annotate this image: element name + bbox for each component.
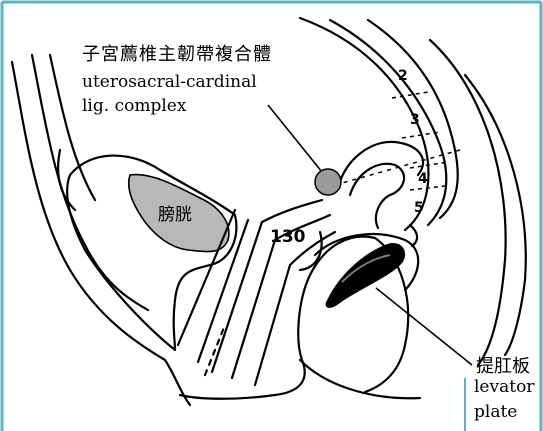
- fat-line: [58, 150, 75, 210]
- uterosacral-label-english-line2: lig. complex: [82, 96, 186, 116]
- vertebra-number-5: 5: [414, 200, 424, 216]
- levator-label-chinese: 提肛板: [476, 352, 530, 378]
- vertebra-number-4: 4: [418, 171, 428, 187]
- back-curve-2: [465, 75, 526, 355]
- rectum-lower: [300, 360, 420, 398]
- rectum-wall: [350, 164, 404, 228]
- levator-plate-shape: [326, 244, 404, 307]
- uterosacral-label-english-line1: uterosacral-cardinal: [82, 72, 257, 92]
- dashed-axis-ligament: [335, 150, 460, 185]
- levator-label-english-line2: plate: [474, 402, 517, 422]
- levator-leader-line: [376, 288, 472, 365]
- perineum: [180, 237, 375, 399]
- vertebra-number-3: 3: [410, 112, 420, 128]
- vertebra-number-2: 2: [398, 68, 408, 84]
- uterosacral-label-chinese: 子宮薦椎主韌帶複合體: [82, 40, 272, 66]
- ligament-leader-line: [268, 105, 322, 172]
- levator-label-english-line1: levator: [474, 377, 534, 397]
- sacrum-inner: [330, 20, 446, 225]
- uterosacral-ligament-marker: [315, 169, 341, 195]
- bladder-label: 膀胱: [158, 205, 192, 225]
- angle-label: 130: [270, 227, 306, 247]
